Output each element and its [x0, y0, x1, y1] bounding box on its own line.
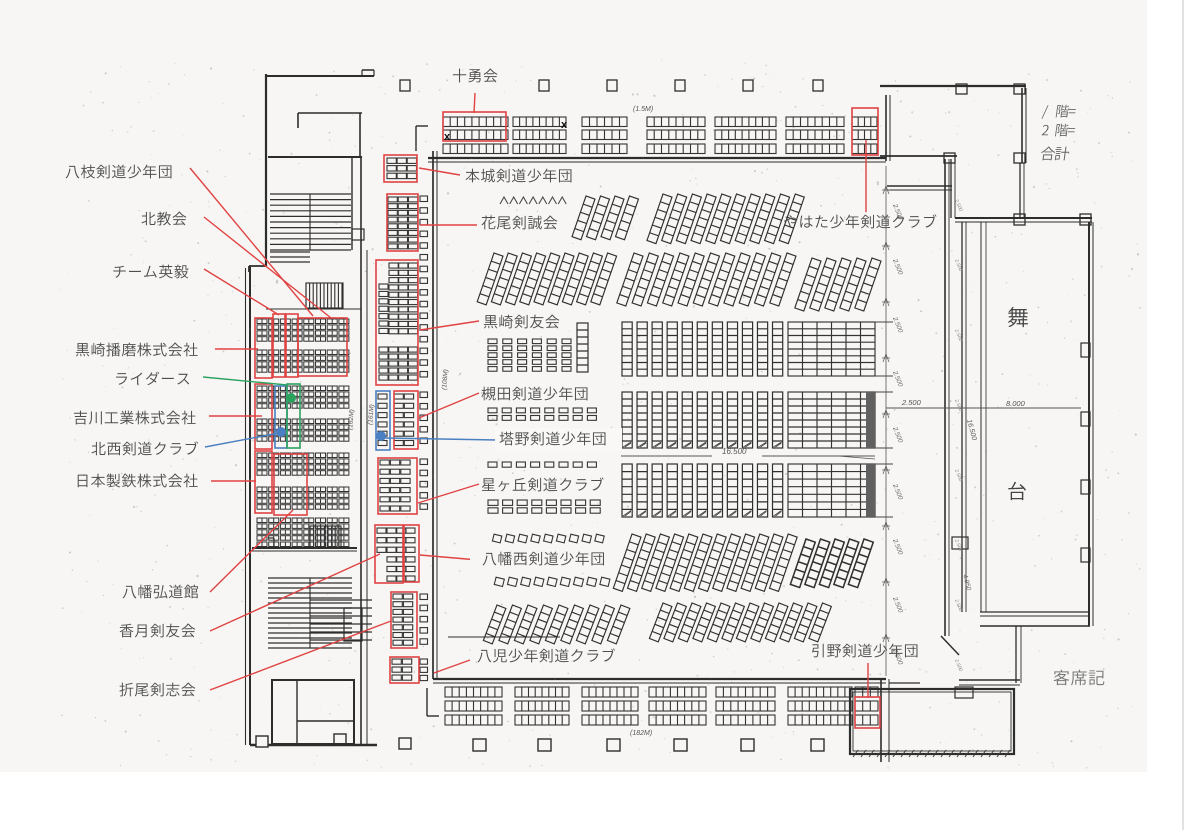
svg-text:2.500: 2.500: [953, 258, 964, 273]
svg-text:2.500: 2.500: [901, 398, 922, 407]
svg-text:16.500: 16.500: [722, 447, 747, 456]
svg-text:2.500: 2.500: [953, 198, 964, 213]
svg-text:2.500: 2.500: [953, 538, 964, 553]
svg-text:2.500: 2.500: [953, 658, 964, 673]
svg-text:(182M): (182M): [630, 730, 652, 737]
svg-text:(161M): (161M): [367, 404, 376, 425]
svg-text:x: x: [444, 131, 451, 143]
svg-text:x: x: [561, 119, 568, 131]
svg-text:2.500: 2.500: [953, 468, 964, 483]
svg-text:2.500: 2.500: [953, 328, 964, 343]
svg-text:2.500: 2.500: [953, 598, 964, 613]
svg-text:4.950: 4.950: [961, 574, 972, 592]
svg-text:(108M): (108M): [441, 369, 450, 390]
svg-text:8.000: 8.000: [1006, 399, 1026, 408]
svg-text:(1.5M): (1.5M): [633, 106, 653, 113]
svg-text:(162M): (162M): [347, 409, 356, 430]
svg-text:2.500: 2.500: [953, 398, 964, 413]
